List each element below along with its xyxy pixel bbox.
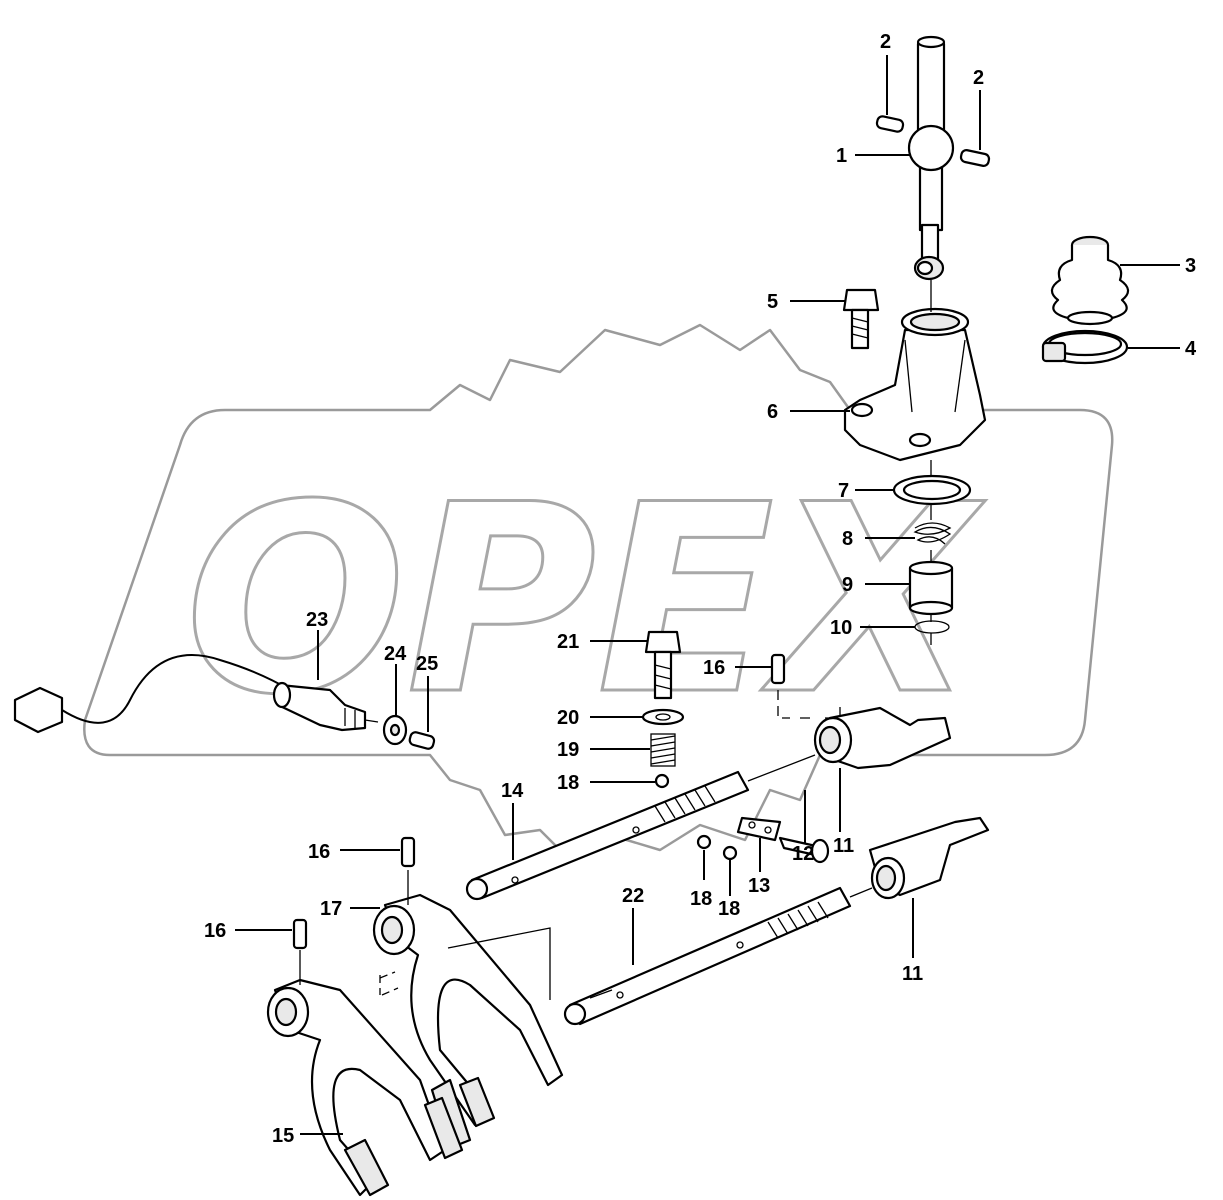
callout-15: 15 (272, 1125, 294, 1147)
leader-lines (235, 55, 1180, 1135)
callout-18: 18 (690, 888, 712, 910)
shift-lever (907, 35, 955, 281)
callout-21: 21 (557, 631, 579, 653)
shift-rail-14 (465, 754, 816, 901)
selector-11-upper (813, 706, 952, 770)
callouts: 2 2 1 3 4 5 6 7 8 9 10 16 21 20 19 18 14… (204, 31, 1197, 1147)
callout-4: 4 (1185, 338, 1197, 360)
pin-left (875, 115, 905, 133)
callout-7: 7 (838, 480, 849, 502)
spring-19 (650, 733, 676, 767)
plate-13 (736, 816, 782, 842)
callout-23: 23 (306, 609, 328, 631)
pin-16-fork-upper (400, 836, 416, 868)
hose-clamp (1041, 329, 1129, 365)
callout-16: 16 (703, 657, 725, 679)
ball-18-mid (696, 834, 712, 850)
callout-16: 16 (308, 841, 330, 863)
callout-25: 25 (416, 653, 438, 675)
callout-19: 19 (557, 739, 579, 761)
fork-15 (266, 971, 464, 1197)
washer-24 (382, 714, 408, 746)
callout-18: 18 (557, 772, 579, 794)
bolt-5 (842, 288, 880, 350)
callout-11: 11 (902, 963, 923, 985)
callout-14: 14 (501, 780, 524, 802)
callout-10: 10 (830, 617, 852, 639)
ball-18-top (654, 773, 670, 789)
callout-1: 1 (836, 145, 847, 167)
pin-right (959, 149, 991, 167)
callout-6: 6 (767, 401, 778, 423)
callout-11: 11 (833, 835, 854, 857)
rubber-boot (1050, 235, 1130, 326)
callout-16: 16 (204, 920, 226, 942)
callout-5: 5 (767, 291, 778, 313)
bolt-21 (644, 630, 682, 700)
callout-3: 3 (1185, 255, 1196, 277)
callout-13: 13 (748, 875, 770, 897)
callout-24: 24 (384, 643, 407, 665)
selector-11-lower (868, 816, 990, 900)
pin-16-top (770, 653, 841, 719)
spring-8 (913, 522, 952, 545)
ball-18-low (722, 845, 738, 861)
callout-20: 20 (557, 707, 579, 729)
shift-housing (843, 307, 987, 462)
washer-20 (641, 708, 685, 726)
pin-25 (408, 731, 436, 750)
callout-22: 22 (622, 885, 644, 907)
shift-rail-22 (563, 886, 873, 1026)
bushing-9 (908, 560, 954, 616)
callout-2: 2 (973, 67, 984, 89)
callout-17: 17 (320, 898, 342, 920)
o-ring (892, 474, 972, 506)
callout-18: 18 (718, 898, 740, 920)
pin-16-fork-lower (292, 918, 308, 950)
callout-9: 9 (842, 574, 853, 596)
callout-8: 8 (842, 528, 853, 550)
screw-12 (778, 836, 830, 864)
callout-12: 12 (792, 843, 814, 865)
sensor-cable-23 (13, 654, 379, 734)
callout-2: 2 (880, 31, 891, 53)
